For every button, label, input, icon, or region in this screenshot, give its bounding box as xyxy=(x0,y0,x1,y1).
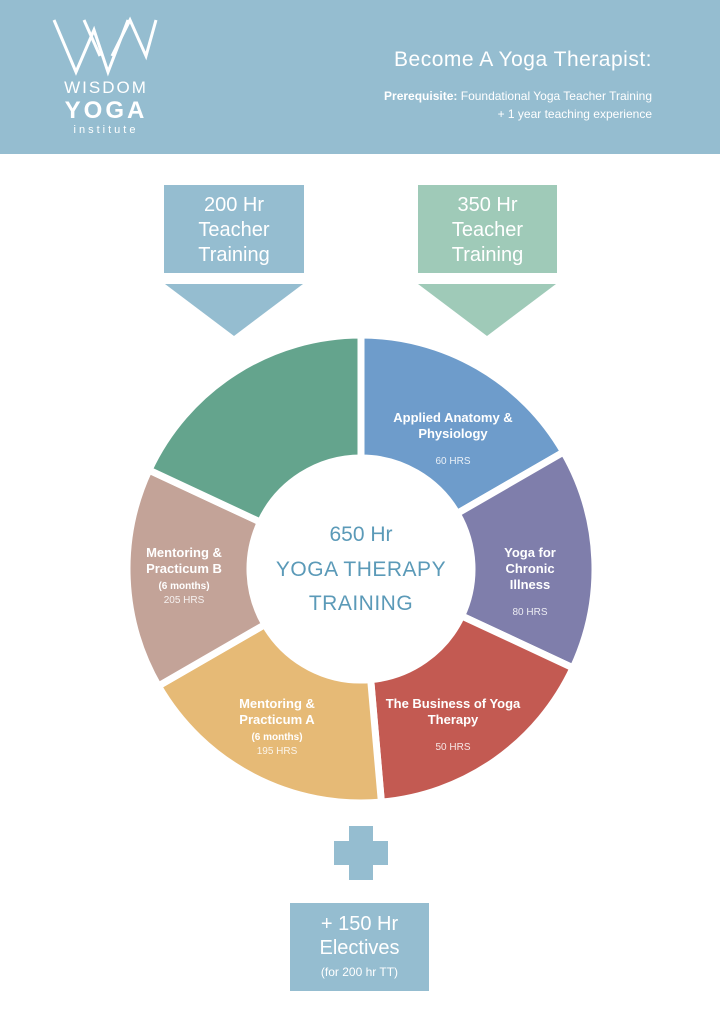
wheel-segment-6 xyxy=(144,331,365,527)
prerequisite-line2: + 1 year teaching experience xyxy=(497,107,652,121)
logo-yoga-text: YOGA xyxy=(64,97,148,124)
segment-3-title-line-3: Illness xyxy=(510,577,550,592)
segment-5-title-line-2: Practicum A xyxy=(239,712,315,727)
box-200hr-line3: Training xyxy=(198,244,270,266)
electives-line2: Electives xyxy=(319,937,400,959)
header-banner: WISDOM YOGA institute Become A Yoga Ther… xyxy=(0,0,720,154)
center-circle xyxy=(250,458,472,680)
logo-w-icon xyxy=(52,16,158,77)
segment-4-title-line-1: The Business of Yoga xyxy=(386,696,521,711)
wheel-segments: Mind BodyWellness60 HRSApplied Anatomy &… xyxy=(123,331,599,807)
prerequisite-label: Prerequisite: xyxy=(384,89,458,103)
box-200hr-teacher-training: 200 Hr Teacher Training xyxy=(164,185,304,273)
box-200hr-line1: 200 Hr xyxy=(203,194,265,216)
segment-6-title-line-1: Mentoring & xyxy=(146,545,222,560)
segment-5-hours: 195 HRS xyxy=(257,746,298,757)
logo-institute-text: institute xyxy=(73,124,139,136)
segment-2-hours: 60 HRS xyxy=(435,456,470,467)
arrow-350hr xyxy=(418,284,556,336)
segment-6-subtitle: (6 months) xyxy=(158,581,209,592)
box-350hr-teacher-training: 350 Hr Teacher Training xyxy=(418,185,557,273)
segment-2-title-line-1: Applied Anatomy & xyxy=(393,410,512,425)
electives-line1: + 150 Hr xyxy=(320,913,399,935)
box-350hr-line3: Training xyxy=(451,244,524,266)
box-200hr-line2: Teacher xyxy=(198,219,270,241)
segment-3-title-line-1: Yoga for xyxy=(504,545,556,560)
box-350hr-line2: Teacher xyxy=(451,219,524,241)
segment-5-title-line-1: Mentoring & xyxy=(239,696,315,711)
prerequisite-block: Prerequisite: Foundational Yoga Teacher … xyxy=(384,87,652,123)
electives-line3: (for 200 hr TT) xyxy=(320,965,399,979)
center-line3: TRAINING xyxy=(309,592,413,615)
logo-wisdom-text: WISDOM xyxy=(64,78,148,97)
wheel-segment-4 xyxy=(153,619,386,807)
page-title: Become A Yoga Therapist: xyxy=(394,48,652,71)
segment-5-subtitle: (6 months) xyxy=(251,732,302,743)
center-line2: YOGA THERAPY xyxy=(276,558,446,581)
segment-4-hours: 50 HRS xyxy=(435,742,470,753)
plus-icon xyxy=(334,826,388,880)
center-line1: 650 Hr xyxy=(329,523,392,546)
logo: WISDOM YOGA institute xyxy=(50,16,162,140)
segment-6-title-line-2: Practicum B xyxy=(146,561,222,576)
segment-2-title-line-2: Physiology xyxy=(418,426,488,441)
segment-3-hours: 80 HRS xyxy=(512,607,547,618)
arrow-200hr xyxy=(165,284,303,336)
segment-6-hours: 205 HRS xyxy=(164,595,205,606)
segment-4-title-line-2: Therapy xyxy=(428,712,479,727)
prerequisite-text: Foundational Yoga Teacher Training xyxy=(460,89,652,103)
box-350hr-line1: 350 Hr xyxy=(457,194,518,216)
segment-3-title-line-2: Chronic xyxy=(505,561,554,576)
electives-box: + 150 Hr Electives (for 200 hr TT) xyxy=(290,903,429,991)
